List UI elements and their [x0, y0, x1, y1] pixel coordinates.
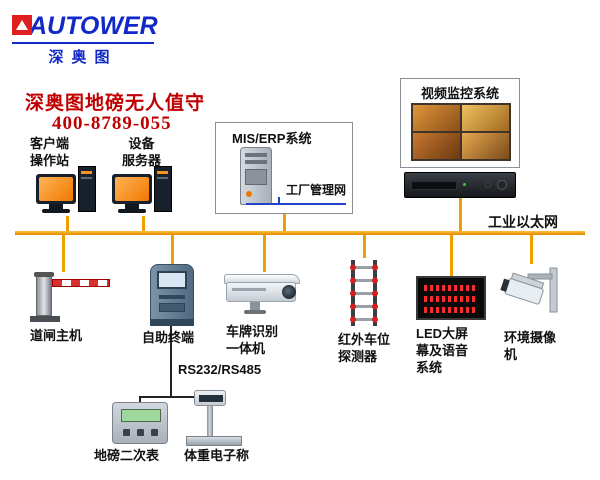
logo-brand: AUTOWER	[29, 12, 158, 40]
factory-network-label: 工厂管理网	[286, 183, 347, 197]
client-station-computer-icon	[36, 166, 98, 216]
mis-erp-title: MIS/ERP系统	[232, 131, 312, 146]
ethernet-bus-line	[15, 231, 585, 235]
connector-led	[450, 235, 453, 276]
led-display-label: LED大屏 幕及语音 系统	[416, 326, 469, 375]
connector-dvr	[459, 198, 462, 231]
device-server-computer-icon	[112, 166, 174, 216]
logo-underline	[12, 42, 154, 44]
logo: AUTOWER 深奥图	[12, 12, 162, 67]
serial-line-horizontal	[139, 396, 211, 398]
serial-line-vertical	[170, 326, 172, 398]
weighbridge-indicator-label: 地磅二次表	[94, 448, 160, 463]
barrier-gate-icon	[28, 272, 114, 324]
kiosk-label: 自助终端	[142, 330, 195, 345]
camera-view-2	[462, 105, 509, 131]
barrier-gate-label: 道闸主机	[30, 328, 83, 343]
factory-network-link-stub	[278, 197, 280, 203]
phone-number: 400-8789-055	[52, 113, 172, 134]
electronic-scale-icon	[186, 390, 242, 448]
connector-lpr	[263, 235, 266, 272]
connector-env-camera	[530, 235, 533, 264]
connector-mis-box	[283, 214, 286, 231]
video-preview-image	[411, 103, 511, 161]
device-server-label: 设备 服务器	[122, 136, 162, 168]
ethernet-bus-label: 工业以太网	[488, 214, 558, 230]
env-camera-label: 环境摄像 机	[504, 330, 557, 362]
lpr-camera-label: 车牌识别 一体机	[226, 324, 279, 356]
connector-barrier	[62, 235, 65, 272]
page-title: 深奥图地磅无人值守	[25, 93, 206, 114]
ir-detector-label: 红外车位 探测器	[338, 332, 391, 364]
erp-server-icon	[240, 147, 272, 205]
camera-view-1	[413, 105, 460, 131]
video-surveillance-box: 视频监控系统	[400, 78, 520, 168]
env-camera-icon	[498, 262, 562, 326]
video-surveillance-title: 视频监控系统	[420, 86, 499, 101]
electronic-scale-label: 体重电子称	[184, 448, 250, 463]
lpr-camera-icon	[220, 272, 308, 318]
connector-ir	[363, 235, 366, 258]
ir-detector-icon	[344, 258, 384, 330]
connector-client-station	[66, 216, 69, 231]
serial-line-indicator-stub	[139, 396, 141, 406]
factory-network-link-line	[246, 203, 346, 205]
serial-label: RS232/RS485	[178, 362, 262, 377]
mis-erp-box: MIS/ERP系统 工厂管理网	[215, 122, 353, 214]
camera-view-4	[462, 133, 509, 159]
camera-view-3	[413, 133, 460, 159]
logo-brand-cn: 深奥图	[48, 49, 118, 66]
dvr-icon	[404, 172, 516, 198]
logo-mark-icon	[12, 15, 32, 35]
weighbridge-indicator-icon	[112, 402, 168, 444]
connector-device-server	[142, 216, 145, 231]
client-station-label: 客户端 操作站	[30, 136, 70, 168]
kiosk-icon	[150, 264, 194, 326]
led-display-icon	[416, 276, 486, 320]
connector-kiosk	[171, 235, 174, 264]
